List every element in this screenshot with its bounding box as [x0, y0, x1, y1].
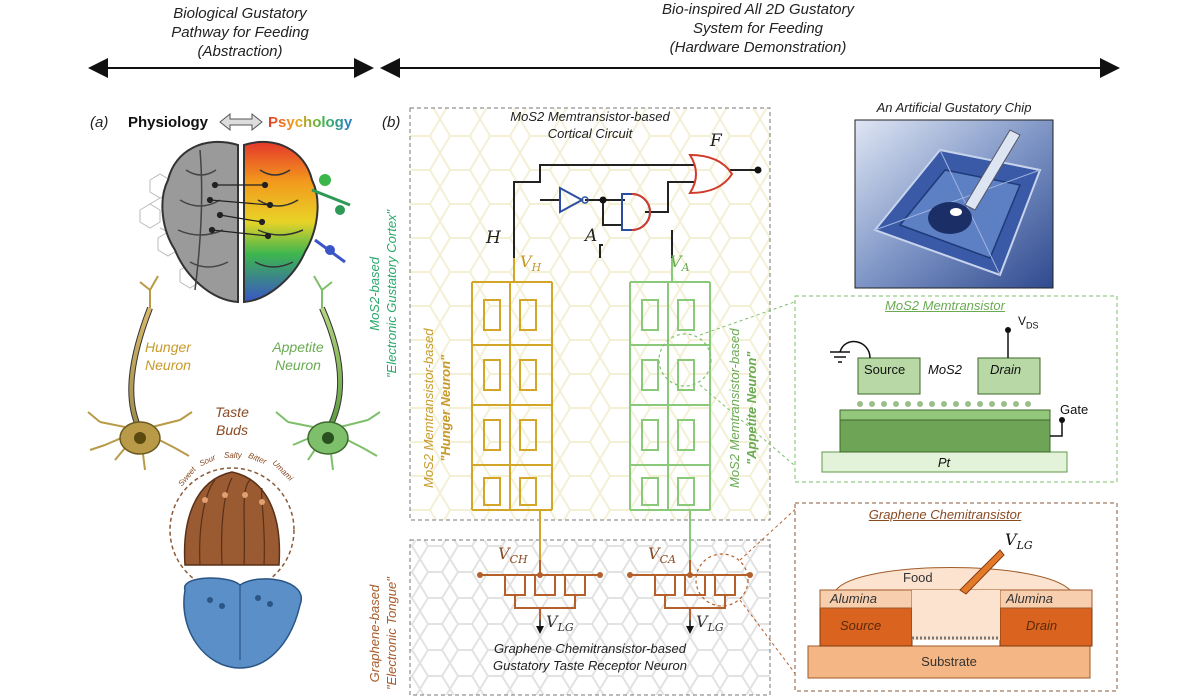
graphene-receptor-circuit-right: [630, 560, 750, 620]
cortex-box: [409, 107, 771, 521]
panel-a-letter: (a): [90, 114, 109, 131]
physiology-psychology-arrow-icon: [219, 112, 263, 132]
hunger-neuron-vertical-label: MoS2 Memtransistor-based "Hunger Neuron": [421, 328, 453, 488]
vlg-left-label: VLG: [546, 612, 574, 635]
taste-buds-label: Taste Buds: [215, 404, 249, 438]
mos2-label: MoS2: [928, 362, 962, 377]
tongue-icon: [183, 577, 303, 669]
junction-node: [599, 196, 607, 204]
gate-label: Gate: [1060, 402, 1089, 417]
graphene-zoom-line-bottom: [739, 599, 801, 681]
chemitransistor-title: Graphene Chemitransistor: [868, 507, 1022, 522]
memtransistor-title: MoS2 Memtransistor: [885, 298, 1005, 313]
pt-label: Pt: [937, 455, 951, 470]
chem-drain-label: Drain: [1026, 618, 1058, 633]
drain-label: Drain: [990, 362, 1022, 377]
hunger-neuron-icon: [87, 275, 193, 471]
vds-label: VDS: [1018, 314, 1039, 331]
vch-label: VCH: [498, 544, 528, 567]
graphene-zoom-circle: [695, 553, 749, 607]
gate-a-label: A: [585, 226, 598, 246]
appetite-neuron-icon: [275, 275, 381, 471]
psychology-label: Psychology: [268, 114, 353, 131]
chemitransistor-cross-section: [807, 549, 1093, 679]
zoom-line-bottom: [699, 384, 801, 471]
panel-b-letter: (b): [382, 114, 401, 131]
source-label: Source: [864, 362, 906, 377]
vh-label: VH: [520, 252, 542, 275]
output-node: [754, 166, 762, 174]
appetite-neuron-label: Appetite Neuron: [272, 339, 324, 373]
chem-source-label: Source: [840, 618, 882, 633]
hunger-neuron-label: Hunger Neuron: [145, 339, 191, 373]
vlg-right-label: VLG: [696, 612, 724, 635]
header-right-title: Bio-inspired All 2D Gustatory System for…: [661, 1, 855, 56]
cortex-vertical-label: MoS2-based "Electronic Gustatory Cortex": [367, 209, 399, 378]
taste-bud-icon: [169, 467, 295, 593]
vlg-chem-label: VLG: [1005, 530, 1033, 553]
alumina-left-label: Alumina: [830, 591, 877, 606]
substrate-label: Substrate: [921, 654, 977, 669]
va-label: VA: [670, 252, 690, 275]
chip-title: An Artificial Gustatory Chip: [876, 100, 1032, 115]
memtransistor-cross-section: [821, 327, 1068, 473]
appetite-memtransistor-array: [629, 258, 711, 560]
hunger-memtransistor-array: [471, 258, 553, 560]
appetite-zoom-circle: [658, 333, 712, 387]
alumina-right-label: Alumina: [1006, 591, 1053, 606]
gate-h-label: H: [486, 228, 501, 248]
gustatory-chip-photo: [854, 119, 1054, 289]
header-left-title: Biological Gustatory Pathway for Feeding…: [171, 5, 309, 60]
and-gate-icon: [621, 193, 651, 231]
brain-icon: [161, 140, 351, 304]
receptor-neuron-label: Graphene Chemitransistor-based Gustatory…: [493, 641, 687, 673]
tongue-box: [409, 539, 771, 696]
cortical-circuit-title: MoS2 Memtransistor-based Cortical Circui…: [510, 109, 670, 141]
appetite-neuron-vertical-label: MoS2 Memtransistor-based "Appetite Neuro…: [727, 328, 759, 488]
taste-salty-label: Salty: [224, 451, 242, 460]
graphene-zoom-line-top: [739, 504, 801, 561]
vca-label: VCA: [648, 544, 676, 567]
not-gate-icon: [559, 186, 589, 214]
physiology-label: Physiology: [128, 114, 209, 131]
tongue-vertical-label: Graphene-based "Electronic Tongue": [367, 577, 399, 690]
food-label: Food: [903, 570, 933, 585]
or-gate-icon: [688, 153, 734, 195]
gate-f-label: F: [710, 131, 722, 151]
